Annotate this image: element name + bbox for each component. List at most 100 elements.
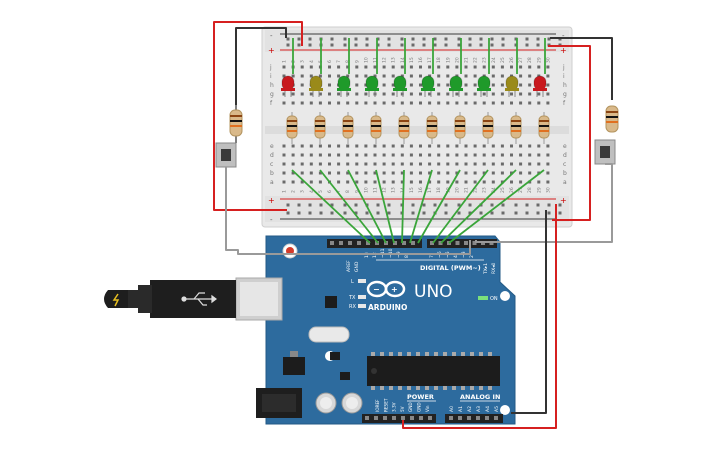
led-base — [533, 88, 547, 91]
hole — [337, 180, 341, 184]
rail-hole — [536, 211, 540, 215]
hole — [519, 153, 523, 157]
resistor-band — [483, 125, 493, 127]
atmega-microcontroller — [367, 356, 500, 386]
hole — [409, 74, 413, 78]
bottom-right-plus: + — [560, 196, 567, 205]
digital-pin-label: 12 — [372, 252, 378, 258]
pin-hole — [428, 416, 432, 420]
pin-hole — [401, 416, 405, 420]
resistor-band — [455, 130, 465, 132]
resistor-right-body — [605, 105, 619, 133]
pin-hole — [449, 416, 453, 420]
column-number: 20 — [454, 187, 460, 193]
digital-pin-label: 13 — [364, 252, 370, 258]
hole — [364, 171, 368, 175]
analog-pin-label: A0 — [449, 406, 455, 412]
led-resistor — [482, 112, 494, 144]
rx-led — [358, 304, 366, 308]
row-letter: g — [270, 91, 274, 98]
hole — [437, 144, 441, 148]
hole — [346, 144, 350, 148]
chip-pin — [416, 352, 420, 356]
hole — [337, 65, 341, 69]
hole — [546, 92, 550, 96]
hole — [446, 162, 450, 166]
signal-wire — [291, 169, 371, 244]
digital-pin-label: 8 — [404, 255, 410, 258]
hole — [318, 180, 322, 184]
hole — [291, 180, 295, 184]
chip-notch — [371, 368, 377, 374]
hole — [446, 83, 450, 87]
rail-hole — [514, 211, 518, 215]
hole — [419, 74, 422, 78]
chip-pins — [371, 352, 492, 390]
hole — [437, 74, 441, 78]
pin-hole — [374, 416, 378, 420]
hole — [519, 74, 523, 78]
led-red — [533, 75, 547, 97]
chip-pin — [380, 386, 384, 390]
mount-hole-right — [500, 291, 510, 301]
chip-pin — [371, 386, 375, 390]
hole — [473, 83, 477, 87]
digital-header-left — [327, 239, 422, 248]
rail-hole — [490, 203, 494, 207]
led-body — [309, 75, 323, 91]
led-base — [477, 88, 491, 91]
pin-hole — [438, 241, 443, 245]
column-number: 27 — [518, 187, 524, 193]
rail-hole — [422, 203, 426, 207]
rail-hole — [354, 43, 358, 47]
rail-hole — [365, 37, 369, 41]
hole — [455, 153, 459, 157]
column-number: 25 — [500, 57, 506, 63]
led-resistor — [454, 112, 466, 144]
hole — [464, 153, 468, 157]
hole — [364, 162, 368, 166]
resistor-band — [287, 125, 297, 127]
resistor-right-band1 — [606, 111, 618, 113]
row-letter: b — [563, 170, 567, 177]
rail-hole — [514, 43, 518, 47]
chip-pin — [380, 352, 384, 356]
led-green — [393, 75, 407, 97]
rail-hole — [433, 37, 437, 41]
resistor-band — [511, 125, 521, 127]
led-body — [393, 75, 407, 91]
led-base — [505, 88, 519, 91]
hole — [364, 153, 368, 157]
signal-wire — [319, 169, 379, 244]
usb-cable — [104, 277, 283, 321]
hole — [318, 171, 322, 175]
column-number: 2 — [291, 190, 297, 193]
led-resistor — [398, 112, 410, 144]
pin-hole — [366, 241, 370, 245]
pushbutton-right[interactable] — [594, 139, 616, 165]
capacitor-left-top — [320, 397, 332, 409]
row-letter: i — [270, 73, 272, 80]
column-number: 1 — [282, 60, 288, 63]
led-base — [393, 88, 407, 91]
hole — [428, 153, 432, 157]
hole — [455, 171, 459, 175]
rail-hole — [411, 203, 415, 207]
hole — [464, 101, 468, 105]
pushbutton-left[interactable] — [215, 142, 237, 168]
hole — [409, 162, 413, 166]
hole — [528, 171, 532, 175]
hole — [500, 74, 504, 78]
hole — [400, 153, 404, 157]
row-letter: g — [563, 91, 567, 98]
rail-hole — [457, 43, 461, 47]
resistor-left-band1 — [230, 115, 242, 117]
pin-hole — [455, 241, 460, 245]
hole — [455, 180, 459, 184]
hole — [373, 144, 377, 148]
hole — [300, 180, 304, 184]
hole — [437, 65, 441, 69]
wire-left-black — [235, 27, 287, 143]
